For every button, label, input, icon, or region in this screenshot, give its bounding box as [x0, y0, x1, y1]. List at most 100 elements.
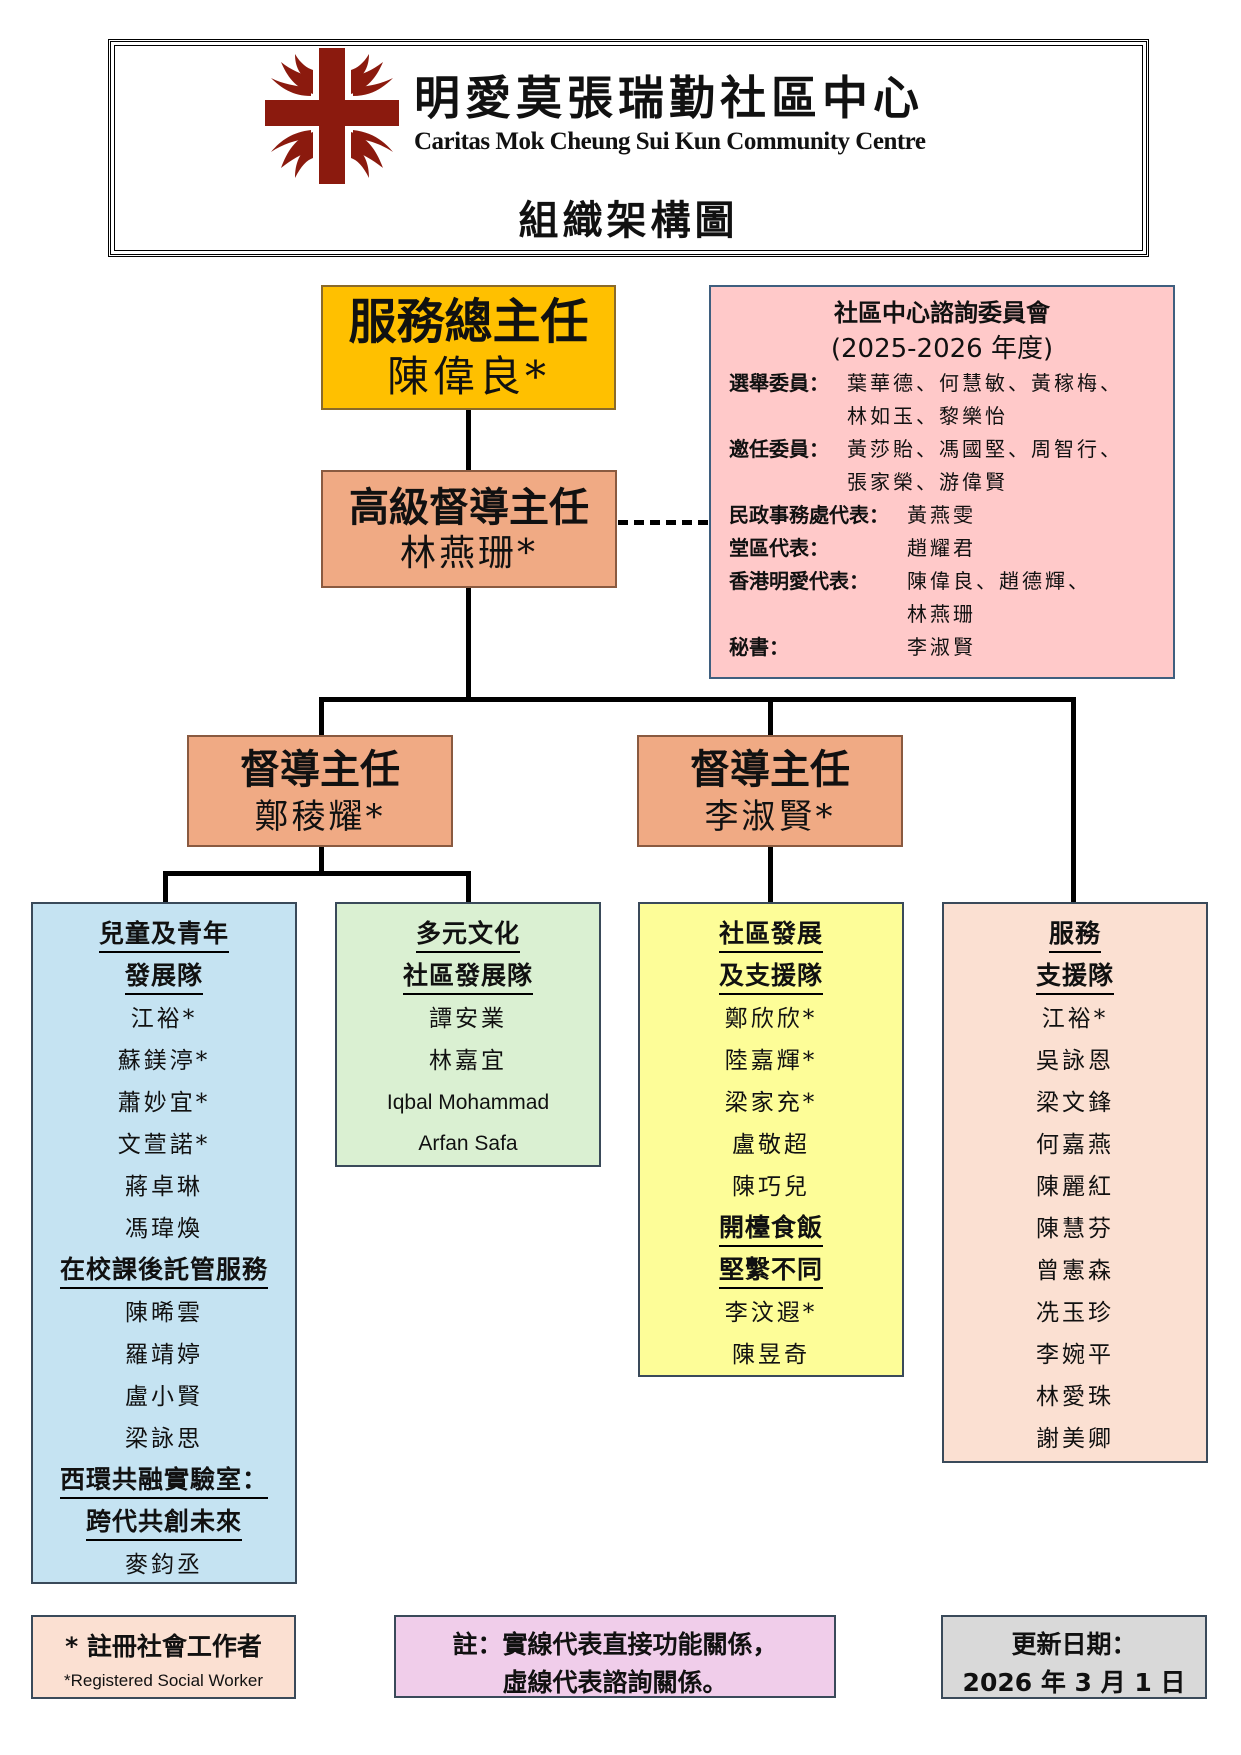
update-date-box: 更新日期： 2026 年 3 月 1 日 [941, 1615, 1207, 1699]
staff-name: 江裕* [1041, 1006, 1109, 1032]
committee-row: 堂區代表： 趙耀君 [729, 532, 1155, 565]
person-name: 陳偉良* [386, 352, 550, 401]
committee-member-line: 張家榮、游偉賢 [847, 470, 1008, 494]
staff-name: 何嘉燕 [1036, 1132, 1114, 1158]
team-heading: 服務 [1048, 917, 1101, 953]
committee-member-line: 李淑賢 [907, 635, 976, 659]
team-heading: 社區發展 [718, 917, 823, 953]
committee-row-members: 李淑賢 [907, 631, 976, 664]
staff-name: 蘇鎂渟* [117, 1048, 211, 1074]
team-box-community-development: 社區發展及支援隊鄭欣欣*陸嘉輝*梁家充*盧敬超陳巧兒開檯食飯堅繫不同李汶遐*陳昱… [638, 902, 904, 1377]
team-heading: 發展隊 [124, 959, 203, 995]
advisory-committee-box: 社區中心諮詢委員會 (2025-2026 年度) 選舉委員： 葉華德、何慧敏、黃稼… [709, 285, 1175, 679]
team-heading: 多元文化 [415, 917, 520, 953]
staff-name: 曾憲森 [1036, 1258, 1114, 1284]
committee-member-line: 陳偉良、趙德輝、 [907, 569, 1091, 593]
committee-member-line: 黃燕雯 [907, 503, 976, 527]
staff-name: 林愛珠 [1036, 1384, 1114, 1410]
connector [466, 410, 471, 470]
staff-name: 蔣卓琳 [125, 1174, 203, 1200]
staff-name: 梁文鋒 [1036, 1090, 1114, 1116]
connector [319, 697, 324, 735]
staff-name: Arfan Safa [418, 1132, 518, 1155]
staff-name: 鄭欣欣* [724, 1006, 818, 1032]
person-name: 李淑賢* [704, 797, 836, 837]
staff-name: 冼玉珍 [1036, 1300, 1114, 1326]
role-title: 高級督導主任 [349, 485, 589, 531]
committee-row-members: 趙耀君 [907, 532, 976, 565]
connector [1071, 697, 1076, 902]
team-heading: 跨代共創未來 [85, 1505, 242, 1541]
team-heading: 西環共融實驗室： [59, 1463, 268, 1499]
rsw-legend-en: *Registered Social Worker [63, 1671, 264, 1690]
connector [466, 871, 471, 902]
committee-row: 民政事務處代表： 黃燕雯 [729, 499, 1155, 532]
committee-row-members: 葉華德、何慧敏、黃稼梅、林如玉、黎樂怡 [847, 367, 1123, 433]
committee-member-line: 葉華德、何慧敏、黃稼梅、 [847, 371, 1123, 395]
connector [768, 697, 773, 735]
team-heading: 在校課後託管服務 [59, 1253, 268, 1289]
committee-row-members: 黃燕雯 [907, 499, 976, 532]
staff-name: 陳麗紅 [1036, 1174, 1114, 1200]
staff-name: 林嘉宜 [429, 1048, 507, 1074]
staff-name: 陳慧芬 [1036, 1216, 1114, 1242]
committee-member-line: 黃莎貽、馮國堅、周智行、 [847, 437, 1123, 461]
staff-name: 麥鈞丞 [125, 1552, 203, 1578]
advisory-dashed-connector [618, 520, 708, 525]
staff-name: 馮瑋煥 [125, 1216, 203, 1242]
senior-supervisor-box: 高級督導主任 林燕珊* [321, 470, 617, 588]
staff-name: 梁家充* [724, 1090, 818, 1116]
committee-row-label: 秘書： [729, 635, 789, 659]
committee-row: 秘書： 李淑賢 [729, 631, 1155, 664]
committee-row: 邀任委員：黃莎貽、馮國堅、周智行、張家榮、游偉賢 [729, 433, 1155, 499]
staff-name: Iqbal Mohammad [386, 1091, 550, 1114]
staff-name: 謝美卿 [1036, 1426, 1114, 1452]
staff-name: 陳巧兒 [732, 1174, 810, 1200]
connector [163, 871, 471, 876]
staff-name: 梁詠思 [125, 1426, 203, 1452]
committee-row-label: 堂區代表： [729, 536, 829, 560]
staff-name: 盧小賢 [125, 1384, 203, 1410]
committee-title: 社區中心諮詢委員會 [834, 299, 1050, 327]
person-name: 鄭稜耀* [254, 797, 386, 837]
committee-member-line: 林如玉、黎樂怡 [847, 404, 1008, 428]
connector [319, 697, 1076, 702]
role-title: 督導主任 [690, 747, 850, 793]
header-box [108, 39, 1149, 257]
update-label: 更新日期： [1011, 1630, 1137, 1659]
role-title: 服務總主任 [348, 294, 589, 350]
role-title: 督導主任 [240, 747, 400, 793]
committee-year: (2025-2026 年度) [830, 334, 1054, 364]
staff-name: 陸嘉輝* [724, 1048, 818, 1074]
line-legend-note: 註：實線代表直接功能關係， 虛線代表諮詢關係。 [394, 1615, 836, 1698]
team-heading: 支援隊 [1035, 959, 1114, 995]
team-box-children-youth: 兒童及青年發展隊江裕*蘇鎂渟*蕭妙宜*文萱諾*蔣卓琳馮瑋煥在校課後託管服務陳晞雲… [31, 902, 297, 1584]
staff-name: 江裕* [130, 1006, 198, 1032]
staff-name: 李汶遐* [724, 1300, 818, 1326]
connector [319, 847, 324, 873]
committee-row-label: 選舉委員： [729, 371, 829, 395]
team-box-service-support: 服務支援隊江裕*吳詠恩梁文鋒何嘉燕陳麗紅陳慧芬曾憲森冼玉珍李婉平林愛珠謝美卿 [942, 902, 1208, 1463]
note-line-1: 註：實線代表直接功能關係， [452, 1630, 778, 1659]
rsw-legend-zh: * 註冊社會工作者 [65, 1632, 262, 1661]
caritas-logo-icon [265, 48, 399, 184]
staff-name: 吳詠恩 [1036, 1048, 1114, 1074]
connector [466, 588, 471, 701]
committee-row: 選舉委員： 葉華德、何慧敏、黃稼梅、林如玉、黎樂怡 [729, 367, 1155, 433]
committee-row: 香港明愛代表： 陳偉良、趙德輝、林燕珊 [729, 565, 1155, 631]
team-heading: 堅繫不同 [718, 1253, 823, 1289]
committee-row-label: 民政事務處代表： [729, 503, 889, 527]
staff-name: 文萱諾* [117, 1132, 211, 1158]
team-heading: 開檯食飯 [718, 1211, 823, 1247]
rsw-legend: * 註冊社會工作者 *Registered Social Worker [31, 1615, 296, 1699]
supervisor-box: 督導主任 李淑賢* [637, 735, 903, 847]
connector [768, 847, 773, 902]
committee-row-label: 香港明愛代表： [729, 569, 869, 593]
committee-row-members: 黃莎貽、馮國堅、周智行、張家榮、游偉賢 [847, 433, 1123, 499]
committee-member-line: 林燕珊 [907, 602, 976, 626]
supervisor-box: 督導主任 鄭稜耀* [187, 735, 453, 847]
staff-name: 譚安業 [429, 1006, 507, 1032]
committee-member-line: 趙耀君 [907, 536, 976, 560]
staff-name: 陳昱奇 [732, 1342, 810, 1368]
